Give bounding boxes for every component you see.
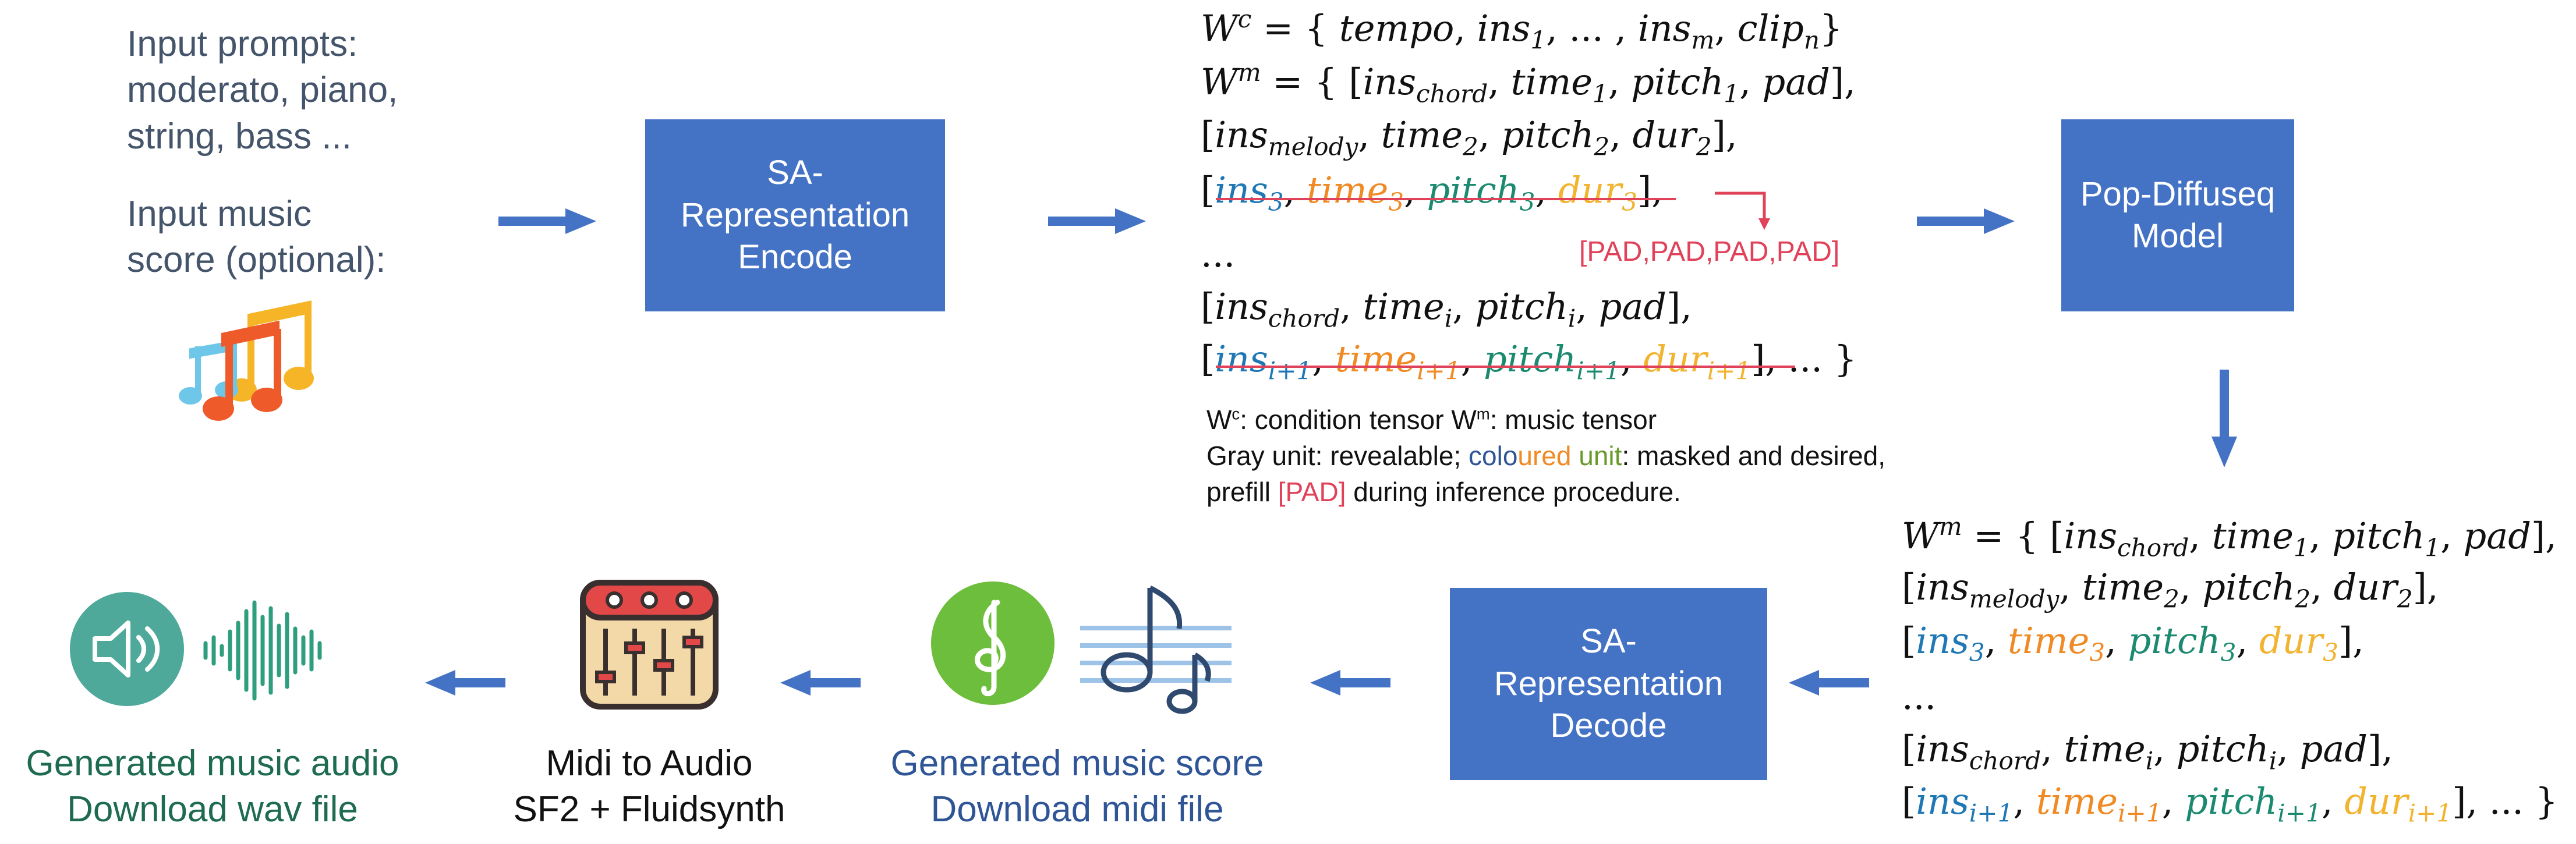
midi-caption-line2: SF2 + Fluidsynth [513,789,785,830]
pad-arrow [1715,192,1770,230]
arrow-score-to-midi [780,670,861,696]
music-staff-icon [1080,585,1232,714]
model-line1: Pop-Diffuseq [2080,175,2276,213]
input-score-line2: score (optional): [127,240,386,281]
input-prompts-line1: Input prompts: [127,24,358,64]
treble-clef-icon [931,581,1055,705]
decode-line2: Representation [1494,664,1724,703]
wm-out-row3: [ins3, time3, pitch3, dur3], [1902,619,2364,667]
strike-row3 [1216,198,1676,200]
wm-out-row1: Wm = { [inschord, time1, pitch1, pad], [1902,512,2557,562]
wm-row-ellipsis: ... [1201,233,1236,275]
arrow-midi-to-audio [425,670,505,696]
wm-out-row-i: [inschord, timei, pitchi, pad], [1902,728,2393,775]
arrow-model-down [2211,370,2237,467]
encode-line3: Encode [738,238,852,276]
midi-caption-line1: Midi to Audio [546,743,753,783]
arrow-tensor-to-decode [1789,670,1869,696]
input-prompts-line3: string, bass ... [127,116,352,157]
pad-note: [PAD,PAD,PAD,PAD] [1579,236,1840,267]
encode-line1: SA- [767,154,823,192]
legend-line3: prefill [PAD] during inference procedure… [1206,477,1681,507]
wm-row-i1-masked: [insi+1, timei+1, pitchi+1, duri+1], ...… [1201,338,1857,385]
arrow-input-to-encode [498,208,596,234]
input-score-line1: Input music [127,194,312,234]
input-score-text: Input music score (optional): [127,191,386,283]
legend-line1: Wc: condition tensor Wm: music tensor [1206,405,1657,435]
score-caption-line2: Download midi file [930,789,1224,830]
waveform-icon [203,600,322,701]
wm-row-i: [inschord, timei, pitchi, pad], [1201,285,1692,333]
midi-caption: Midi to Audio SF2 + Fluidsynth [483,740,815,833]
arrow-encode-to-tensor [1048,208,1146,234]
note-orange [203,320,282,421]
encode-box: SA- Representation Encode [645,119,945,311]
legend-line2: Gray unit: revealable; coloured unit: ma… [1206,441,1886,471]
music-notes-icon [179,300,314,421]
decode-line1: SA- [1580,622,1637,661]
wm-row2: [insmelody, time2, pitch2, dur2], [1201,114,1738,161]
wm-out-ellipsis: ... [1902,675,1937,718]
arrow-tensor-to-model [1917,208,2015,234]
score-caption: Generated music score Download midi file [879,740,1275,833]
audio-caption-line1: Generated music audio [26,743,399,783]
wm-row3-masked: [ins3, time3, pitch3, dur3], [1201,169,1663,217]
decode-line3: Decode [1550,707,1667,745]
encode-line2: Representation [680,196,910,234]
arrow-decode-to-score [1310,670,1390,696]
mixer-icon [580,580,719,710]
input-prompts-text: Input prompts: moderato, piano, string, … [127,21,398,159]
strike-row-i1 [1216,366,1795,368]
note-yellow [227,300,314,402]
wc-equation: Wc = { tempo, ins1, ... , insm, clipn} [1201,5,1843,55]
audio-caption: Generated music audio Download wav file [0,740,425,833]
score-caption-line1: Generated music score [890,743,1264,783]
input-prompts-line2: moderato, piano, [127,70,398,111]
decode-box: SA- Representation Decode [1450,588,1767,780]
wm-out-row-i1: [insi+1, timei+1, pitchi+1, duri+1], ...… [1902,780,2559,828]
wm-out-row2: [insmelody, time2, pitch2, dur2], [1902,566,2439,614]
speaker-icon [70,592,184,706]
model-box: Pop-Diffuseq Model [2061,119,2294,311]
wm-row1: Wm = { [inschord, time1, pitch1, pad], [1201,58,1856,108]
model-line2: Model [2132,217,2224,255]
audio-caption-line2: Download wav file [67,789,358,830]
